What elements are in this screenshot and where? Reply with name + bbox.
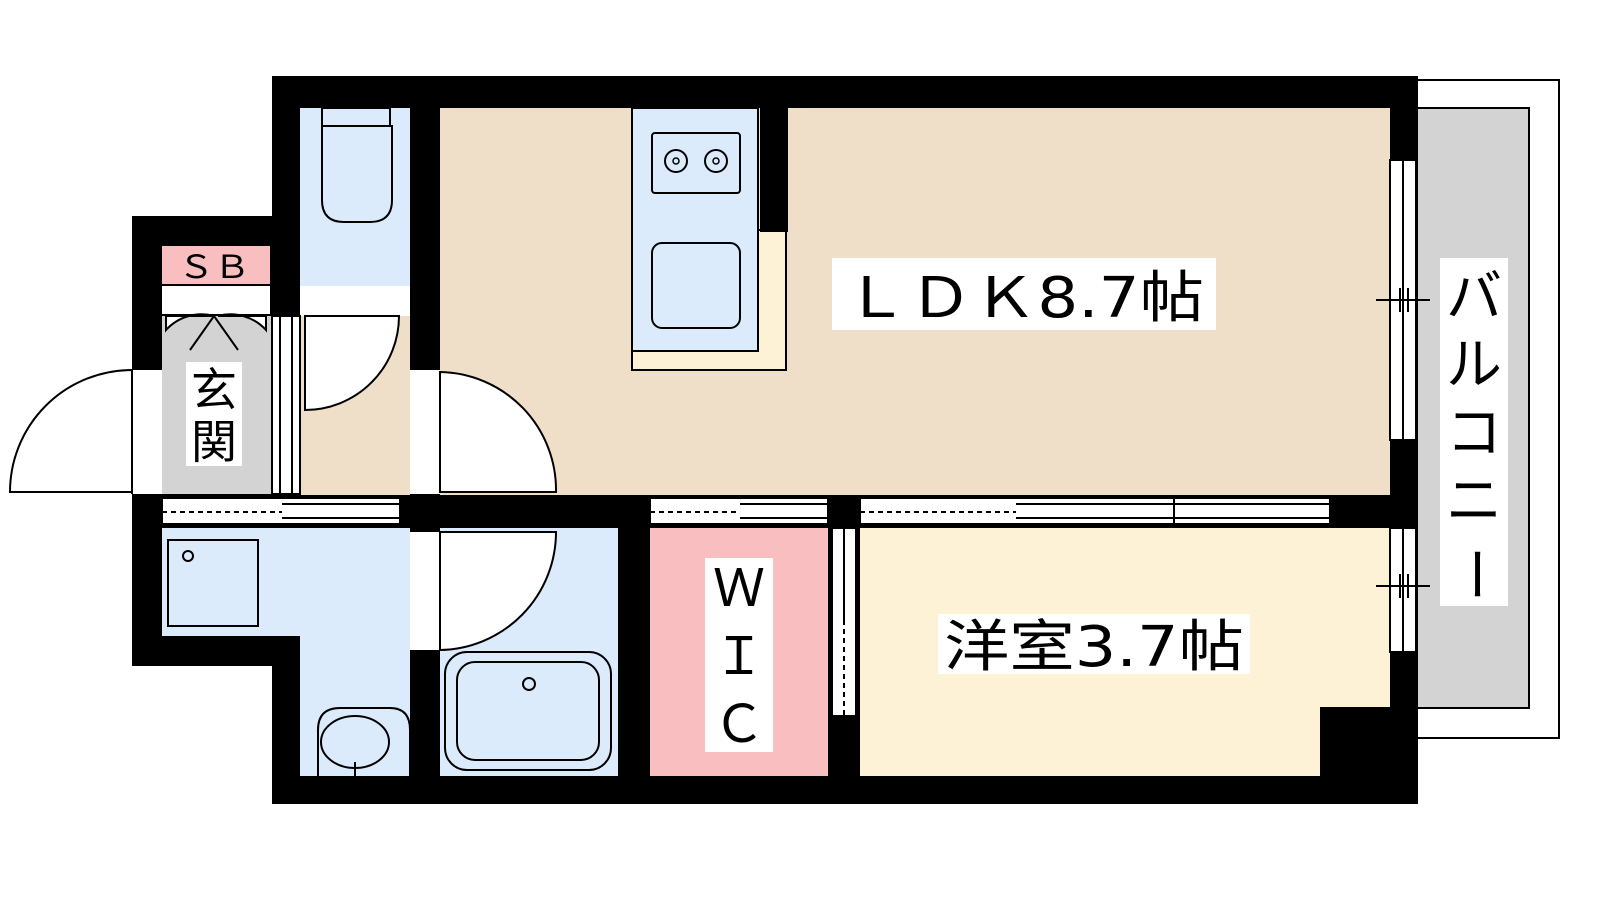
ldk-label: ＬＤＫ8.7帖 — [844, 266, 1204, 331]
ldk-door — [410, 370, 558, 494]
bathtub-icon — [444, 651, 612, 771]
kitchen-sink — [651, 242, 741, 329]
toilet-icon — [321, 107, 393, 223]
windows — [1376, 159, 1430, 653]
toilet-door — [300, 286, 410, 412]
wic-label-line-3: Ｃ — [713, 695, 765, 755]
front-door — [8, 368, 162, 494]
balcony-label-line-5: ー — [1442, 546, 1507, 602]
burner-left-icon — [664, 149, 688, 173]
balcony — [1416, 79, 1560, 739]
kitchen — [631, 107, 788, 371]
bathroom-door — [410, 531, 558, 652]
wic-label-line-1: Ｗ — [713, 559, 765, 619]
entrance-partition — [271, 315, 301, 495]
entrance-label-line-2: 関 — [191, 415, 237, 469]
shoe-box-area — [162, 246, 270, 284]
balcony-label-line-2: ル — [1446, 333, 1502, 398]
wic-label-line-2: Ｉ — [713, 627, 765, 687]
burner-right-icon — [704, 149, 728, 173]
kitchen-partition-wall — [760, 108, 788, 232]
balcony-label-line-1: バ — [1446, 265, 1502, 330]
balcony-label-line-4: ニ — [1446, 469, 1502, 534]
sliding-partitions — [161, 497, 1331, 717]
washing-machine-icon — [167, 539, 259, 627]
balcony-label-line-3: コ — [1446, 401, 1502, 466]
entrance-label-line-1: 玄 — [191, 363, 237, 417]
doors — [8, 286, 558, 652]
stove — [651, 132, 741, 194]
shoe-box-label: ＳＢ — [178, 248, 250, 286]
western-room-label: 洋室3.7帖 — [944, 615, 1244, 680]
wash-basin-icon — [317, 707, 411, 776]
